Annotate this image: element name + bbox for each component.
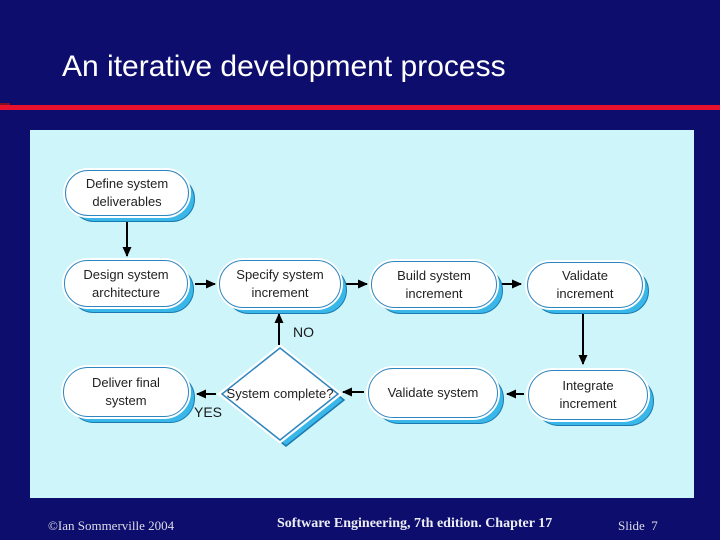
node-integrate-increment: Integrate increment [528,370,654,426]
title-rule [0,105,720,110]
footer-book-reference: Software Engineering, 7th edition. Chapt… [277,516,553,531]
node-label: Integrate increment [528,370,648,420]
node-label: Design system architecture [64,260,188,307]
node-design-system-architecture: Design system architecture [64,260,194,313]
slide-title: An iterative development process [62,50,506,83]
node-validate-system: Validate system [368,368,504,424]
edge-label-no: NO [293,324,314,340]
node-label: Build system increment [371,261,497,308]
node-label: Define system deliverables [65,170,189,216]
flowchart-arrows-and-diamond [122,218,588,447]
footer-copyright: ©Ian Sommerville 2004 [48,518,175,533]
node-deliver-final-system: Deliver final system [63,367,195,423]
node-label: Validate system [368,368,498,418]
footer-slide-number: Slide 7 [618,518,658,533]
node-label: Specify system increment [219,260,341,308]
diagram-panel: Define system deliverables Design system… [30,130,694,498]
node-validate-increment: Validate increment [527,262,649,314]
decision-diamond [217,344,346,447]
node-label: Validate increment [527,262,643,308]
edge-label-yes: YES [194,404,223,420]
decision-label: System complete? [226,386,334,402]
node-specify-system-increment: Specify system increment [219,260,347,314]
node-label: Deliver final system [63,367,189,417]
node-build-system-increment: Build system increment [371,261,503,314]
node-define-system-deliverables: Define system deliverables [65,170,195,222]
